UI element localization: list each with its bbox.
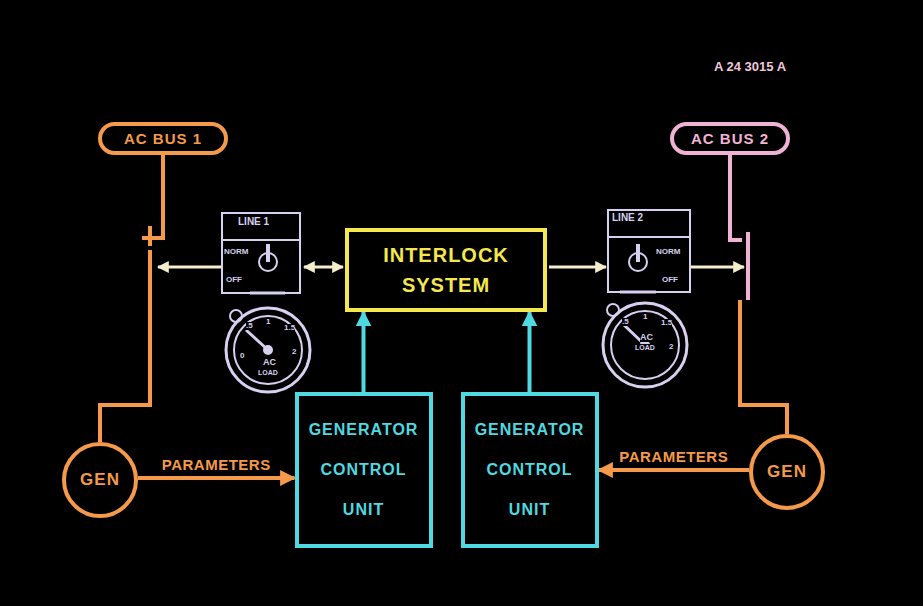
panel-marking: LOAD xyxy=(635,344,655,351)
panel-marking: NORM xyxy=(656,248,680,256)
line-switch xyxy=(603,210,690,387)
signal-arrow xyxy=(528,312,532,392)
panel-marking: 2 xyxy=(292,348,296,356)
bus-pill: AC BUS 2 xyxy=(670,122,790,155)
connector xyxy=(138,478,295,479)
node-text: INTERLOCK SYSTEM xyxy=(371,240,521,300)
contactor xyxy=(746,232,750,300)
node-text: AC BUS 2 xyxy=(691,130,769,148)
panel-marking: 1.5 xyxy=(284,324,295,332)
line-switch xyxy=(222,213,310,392)
node-text: GENERATOR CONTROL UNIT xyxy=(475,410,585,530)
wire-segment xyxy=(100,250,150,442)
generator-circle: GEN xyxy=(62,442,138,518)
node-text: GEN xyxy=(767,462,807,482)
panel-marking: LOAD xyxy=(258,369,278,376)
panel-marking: OFF xyxy=(226,276,242,284)
signal-arrow xyxy=(138,476,295,480)
panel-marking: LINE 2 xyxy=(612,213,643,223)
signal-arrow xyxy=(362,312,366,392)
panel-marking: .5 xyxy=(622,318,629,326)
interlock-box: INTERLOCK SYSTEM xyxy=(345,228,547,312)
signal-arrow xyxy=(599,468,750,472)
connector xyxy=(730,155,787,434)
panel-marking: 1.5 xyxy=(661,319,672,327)
panel-marking: AC xyxy=(263,358,276,367)
panel-marking: NORM xyxy=(224,248,248,256)
edge-label: PARAMETERS xyxy=(617,448,730,465)
panel-marking: 2 xyxy=(669,343,673,351)
wire-segment xyxy=(730,155,742,240)
edge-label: PARAMETERS xyxy=(160,456,273,473)
panel-marking: 1 xyxy=(266,318,270,326)
node-text: AC BUS 1 xyxy=(124,130,202,148)
wire-segment xyxy=(740,300,787,434)
control-unit-box: GENERATOR CONTROL UNIT xyxy=(461,392,599,548)
panel-marking: 1 xyxy=(643,313,647,321)
node-text: GENERATOR CONTROL UNIT xyxy=(309,410,419,530)
connector xyxy=(363,312,364,392)
panel-marking: AC xyxy=(640,333,653,342)
panel-marking: .5 xyxy=(246,322,253,330)
control-unit-box: GENERATOR CONTROL UNIT xyxy=(295,392,433,548)
panel-marking: OFF xyxy=(662,276,678,284)
generator-circle: GEN xyxy=(749,434,825,510)
panel-marking: LINE 1 xyxy=(238,217,269,227)
bus-pill: AC BUS 1 xyxy=(98,122,228,155)
connector xyxy=(599,470,750,471)
wire-segment xyxy=(142,155,163,238)
slide-number: A 24 3015 A xyxy=(714,60,786,73)
panel-marking: 0 xyxy=(240,352,244,360)
node-text: GEN xyxy=(80,470,120,490)
connector xyxy=(529,312,530,392)
connector xyxy=(100,155,163,442)
